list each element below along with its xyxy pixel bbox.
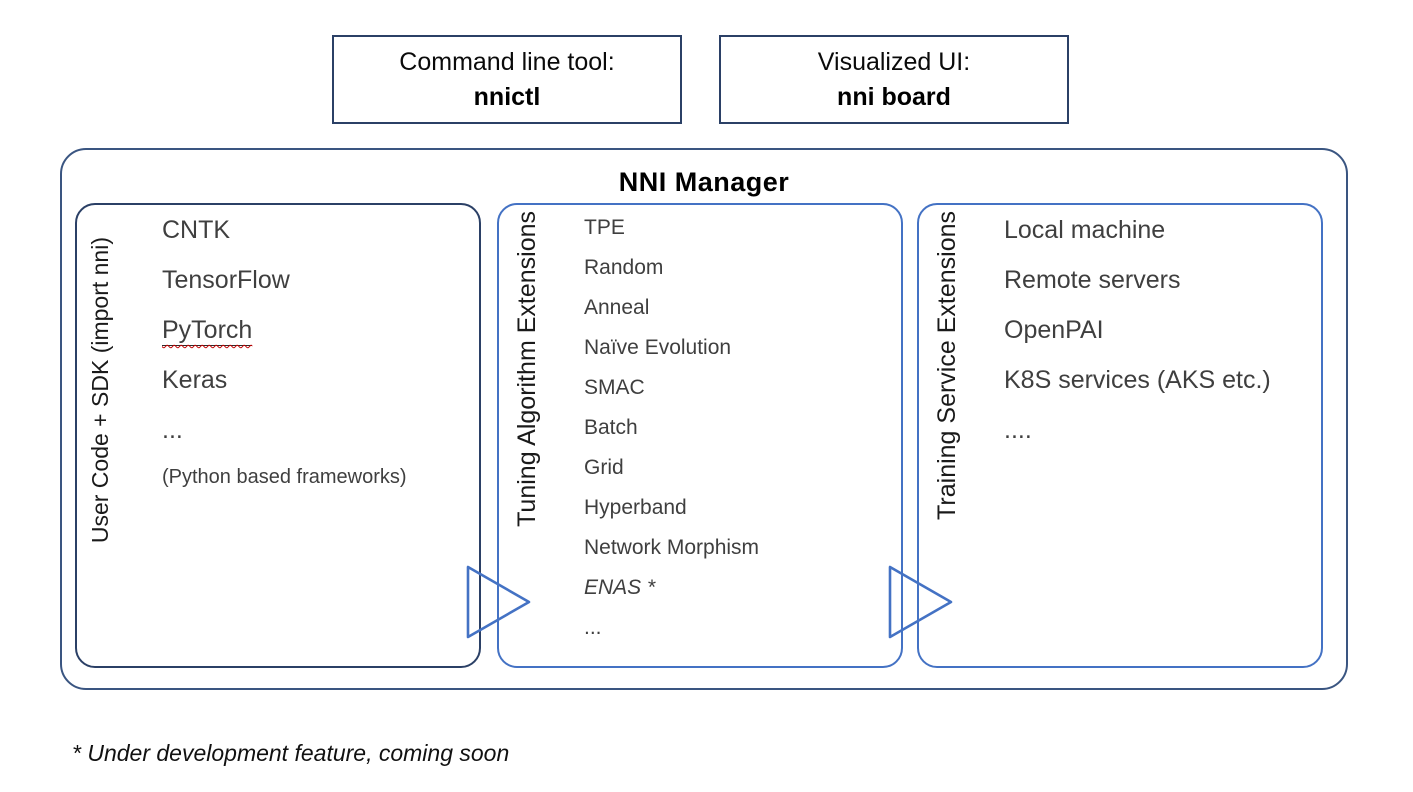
list-item: Batch	[584, 416, 638, 439]
list-item: Local machine	[1004, 216, 1166, 244]
user-code-sdk-column: User Code + SDK (import nni) CNTK TensorF…	[75, 203, 481, 668]
list-item: Network Morphism	[584, 536, 760, 559]
list-item: Grid	[584, 456, 624, 479]
flow-arrow-icon	[888, 565, 953, 639]
flow-arrow-icon	[466, 565, 531, 639]
list-item: ...	[584, 616, 602, 639]
nni-manager-title: NNI Manager	[618, 167, 790, 197]
list-item: Anneal	[584, 296, 650, 319]
training-service-column: Training Service Extensions Local machin…	[917, 203, 1323, 668]
list-item: CNTK	[162, 216, 231, 244]
training-service-side-label: Training Service Extensions	[933, 211, 961, 520]
list-item: K8S services (AKS etc.)	[1004, 366, 1271, 394]
under-development-footnote: * Under development feature, coming soon	[72, 740, 510, 766]
command-line-tool-label: Command line tool:	[399, 47, 615, 76]
visualized-ui-label: Visualized UI:	[817, 47, 971, 76]
list-item: Naïve Evolution	[584, 336, 732, 359]
list-item: ENAS *	[584, 576, 656, 599]
nni-manager-box	[60, 148, 1348, 690]
tuning-algorithm-side-label: Tuning Algorithm Extensions	[513, 211, 541, 527]
list-item: SMAC	[584, 376, 645, 399]
python-frameworks-note: (Python based frameworks)	[162, 466, 407, 488]
list-item: ....	[1004, 416, 1032, 444]
list-item: TensorFlow	[162, 266, 290, 294]
list-item: Random	[584, 256, 664, 279]
user-code-sdk-side-label: User Code + SDK (import nni)	[87, 237, 113, 544]
list-item: Remote servers	[1004, 266, 1181, 294]
command-line-tool-box: Command line tool: nnictl	[332, 35, 682, 124]
list-item: PyTorch	[162, 316, 253, 346]
visualized-ui-box: Visualized UI: nni board	[719, 35, 1069, 124]
nni-board-label: nni board	[837, 82, 951, 111]
user-code-note-wrap: (Python based frameworks)	[162, 455, 471, 499]
list-item: ...	[162, 416, 183, 444]
nnictl-label: nnictl	[473, 82, 541, 111]
list-item: Hyperband	[584, 496, 687, 519]
list-item: Keras	[162, 366, 228, 394]
list-item: OpenPAI	[1004, 316, 1104, 344]
list-item: TPE	[584, 216, 625, 239]
